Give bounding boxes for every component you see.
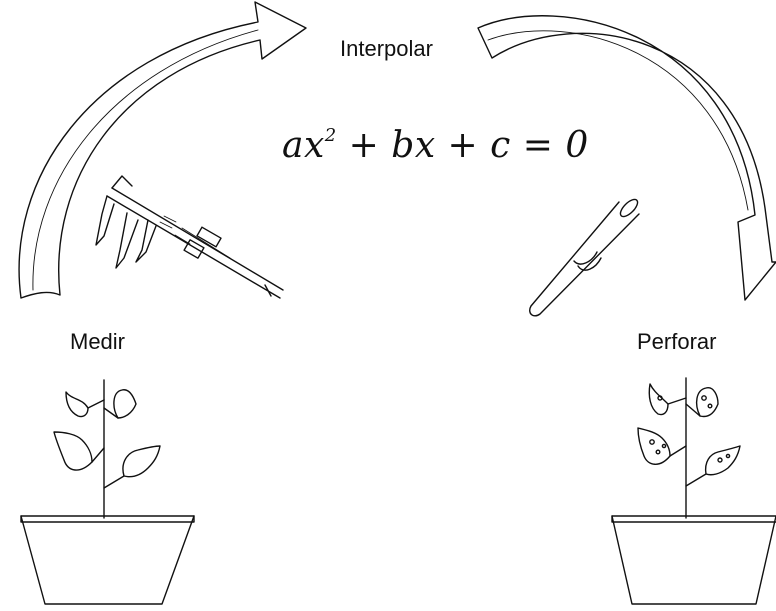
healthy-plant-icon — [20, 379, 195, 605]
equation-exponent: 2 — [324, 125, 337, 146]
interpolate-label: Interpolar — [340, 36, 433, 61]
caliper-icon — [95, 175, 284, 299]
damaged-plant-icon — [611, 377, 776, 605]
drill-label: Perforar — [637, 329, 717, 354]
drill-tube-icon — [529, 198, 640, 317]
cycle-arrow-icon — [477, 15, 776, 301]
cycle-arrow-icon — [18, 1, 307, 299]
equation-base: ax — [282, 125, 325, 166]
measure-label: Medir — [70, 329, 126, 354]
quadratic-equation: ax2 + bx + c = 0 — [282, 127, 589, 164]
equation-rest: + bx + c = 0 — [336, 125, 589, 166]
